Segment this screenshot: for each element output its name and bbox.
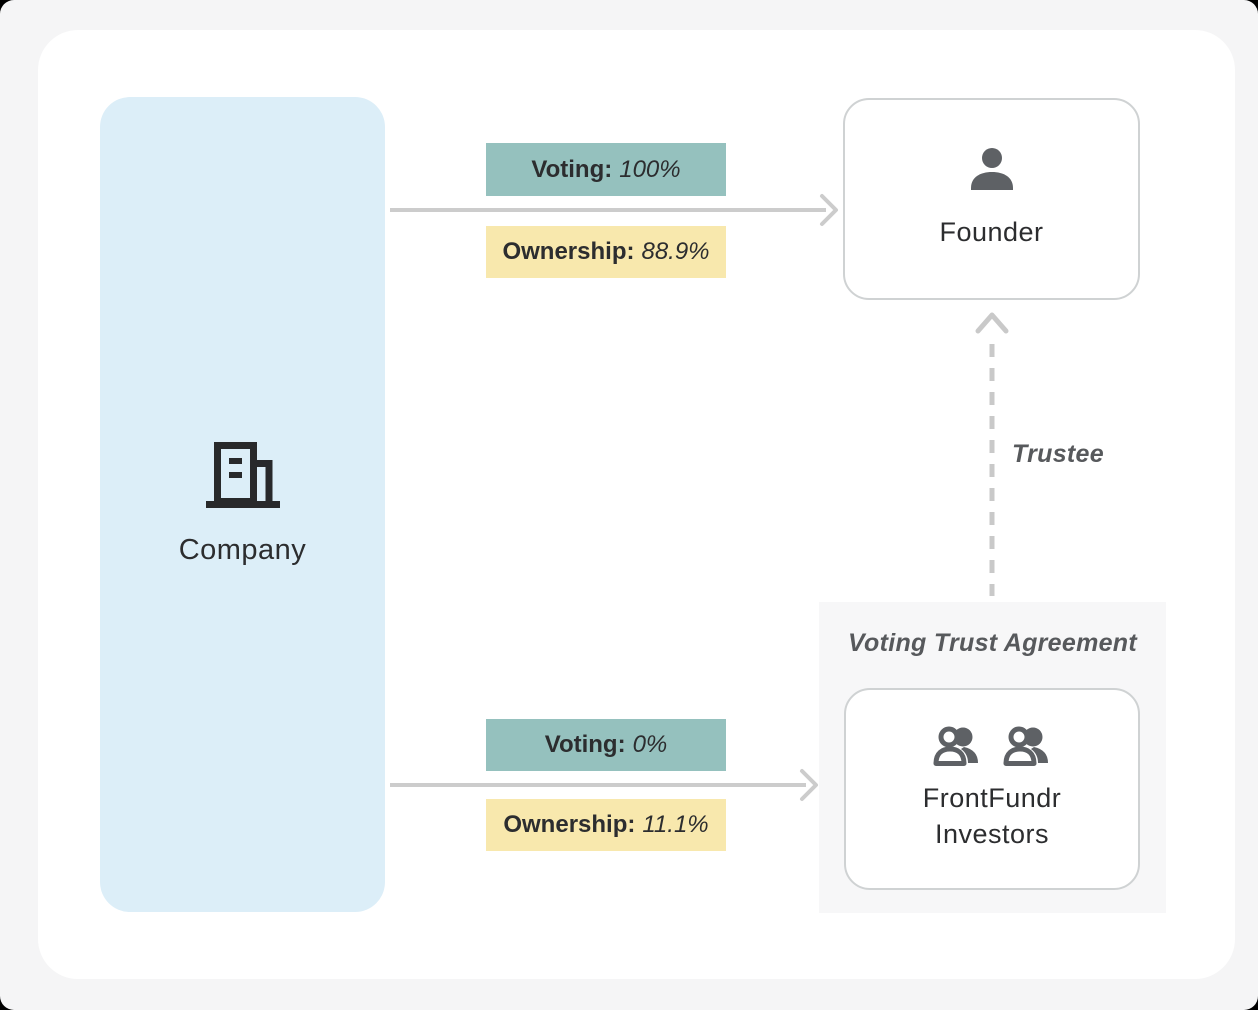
trustee-label: Trustee: [1012, 440, 1104, 468]
arrow-company-to-founder: [390, 194, 838, 226]
voting-trust-title: Voting Trust Agreement: [847, 629, 1138, 657]
ownership-label: Ownership:: [503, 811, 636, 838]
founder-voting-chip: Voting: 100%: [486, 143, 726, 196]
ownership-value: 88.9%: [641, 238, 710, 265]
ownership-structure-diagram: Company Voting: 100% Ownership: 88.9% Fo…: [38, 30, 1235, 979]
investors-node: FrontFundr Investors: [844, 688, 1140, 890]
investors-label: FrontFundr Investors: [923, 780, 1062, 852]
investors-ownership-chip: Ownership: 11.1%: [486, 799, 726, 851]
voting-value: 0%: [632, 731, 668, 758]
ownership-label: Ownership:: [502, 238, 635, 265]
investors-voting-chip: Voting: 0%: [486, 719, 726, 771]
company-building-icon: [205, 442, 280, 508]
voting-label: Voting:: [531, 155, 613, 183]
arrow-company-to-investors: [390, 769, 818, 801]
investors-label-line2: Investors: [934, 819, 1050, 849]
founder-node: Founder: [843, 98, 1140, 300]
founder-label: Founder: [939, 217, 1044, 247]
ownership-value: 11.1%: [642, 811, 709, 838]
person-icon: [969, 148, 1015, 190]
investors-icons: [933, 726, 1051, 766]
company-label: Company: [178, 534, 307, 566]
users-icon: [933, 726, 981, 766]
founder-ownership-chip: Ownership: 88.9%: [486, 226, 726, 278]
voting-value: 100%: [619, 155, 681, 183]
arrow-trustee-dashed: [975, 312, 1009, 596]
users-icon: [1003, 726, 1051, 766]
investors-label-line1: FrontFundr: [922, 783, 1062, 813]
company-node: Company: [100, 97, 385, 912]
voting-label: Voting:: [544, 731, 626, 758]
voting-trust-panel: Voting Trust Agreement: [819, 602, 1166, 913]
